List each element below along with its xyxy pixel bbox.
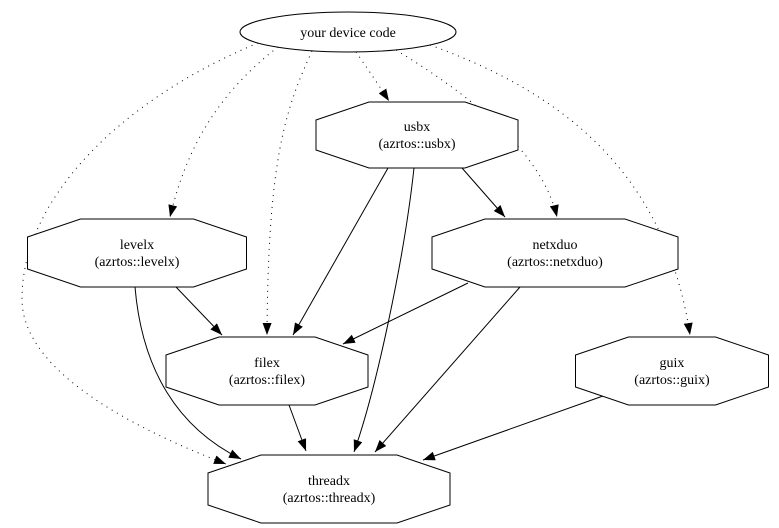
edge-device-levelx bbox=[168, 46, 279, 218]
node-threadx: threadx(azrtos::threadx) bbox=[207, 454, 451, 524]
node-guix: guix(azrtos::guix) bbox=[575, 336, 769, 406]
guix-sublabel: (azrtos::guix) bbox=[634, 373, 710, 388]
nodes-layer: your device codeusbx(azrtos::usbx)levelx… bbox=[27, 11, 769, 524]
levelx-shape bbox=[27, 218, 247, 288]
netxduo-sublabel: (azrtos::netxduo) bbox=[507, 255, 603, 270]
netxduo-label: netxduo bbox=[532, 238, 577, 253]
guix-label: guix bbox=[660, 356, 685, 371]
edge-levelx-filex bbox=[175, 286, 223, 336]
edge-netxduo-filex bbox=[342, 282, 469, 345]
edge-guix-threadx bbox=[422, 395, 604, 461]
edge-device-filex bbox=[262, 50, 313, 336]
edge-usbx-netxduo bbox=[461, 167, 506, 218]
threadx-label: threadx bbox=[308, 474, 350, 489]
edge-device-guix bbox=[429, 44, 693, 336]
edge-usbx-threadx bbox=[353, 167, 415, 453]
usbx-label: usbx bbox=[404, 120, 430, 135]
edge-device-usbx bbox=[355, 51, 390, 102]
filex-label: filex bbox=[254, 356, 280, 371]
edges-layer bbox=[21, 42, 693, 465]
usbx-shape bbox=[315, 101, 519, 169]
device-label: your device code bbox=[300, 26, 396, 41]
netxduo-shape bbox=[431, 218, 679, 288]
node-device: your device code bbox=[239, 11, 457, 53]
node-levelx: levelx(azrtos::levelx) bbox=[27, 218, 247, 288]
levelx-label: levelx bbox=[120, 238, 154, 253]
device-shape bbox=[239, 11, 457, 53]
filex-sublabel: (azrtos::filex) bbox=[229, 373, 306, 388]
edge-filex-threadx bbox=[288, 404, 307, 452]
edge-netxduo-threadx bbox=[374, 286, 521, 453]
node-netxduo: netxduo(azrtos::netxduo) bbox=[431, 218, 679, 288]
threadx-shape bbox=[207, 454, 451, 524]
node-usbx: usbx(azrtos::usbx) bbox=[315, 101, 519, 169]
edge-usbx-filex bbox=[292, 167, 389, 336]
guix-shape bbox=[575, 336, 769, 406]
node-filex: filex(azrtos::filex) bbox=[165, 336, 369, 406]
filex-shape bbox=[165, 336, 369, 406]
threadx-sublabel: (azrtos::threadx) bbox=[283, 491, 376, 506]
edge-levelx-threadx bbox=[134, 286, 242, 460]
usbx-sublabel: (azrtos::usbx) bbox=[379, 137, 456, 152]
levelx-sublabel: (azrtos::levelx) bbox=[95, 255, 180, 270]
